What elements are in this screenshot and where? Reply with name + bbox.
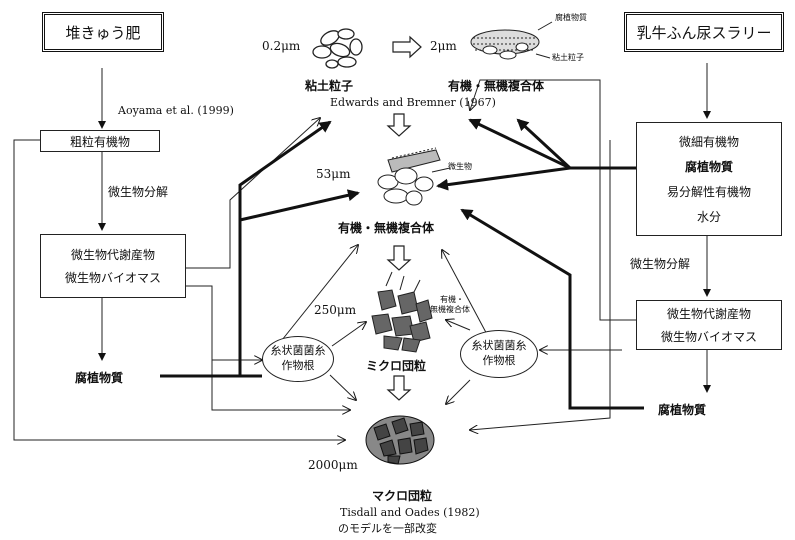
right-hyphae-root-ellipse: 糸状菌菌糸 作物根 [460,330,538,378]
right-humus-label: 腐植物質 [658,403,707,417]
right-metabolites-label: 微生物代謝産物 [666,307,751,321]
size-53um: 53μm [316,167,351,181]
right-bold-arrows [436,118,644,410]
water-label: 水分 [696,210,721,224]
citation-edwards: Edwards and Bremner (1967) [330,96,496,109]
complex-53um-label: 有機・無機複合体 [338,221,435,235]
left-ellipse-line1: 糸状菌菌糸 [270,344,326,358]
micro-aggregate-label: ミクロ団粒 [366,359,427,373]
legend-humus: 腐植物質 [555,13,587,22]
right-om-box: 微細有機物 腐植物質 易分解性有機物 水分 [636,122,782,236]
size-complex-small: 2μm [430,39,457,53]
clay-particle-label: 粘土粒子 [305,79,354,93]
left-humus-label: 腐植物質 [75,371,124,385]
size-2000um: 2000μm [308,458,358,472]
left-bold-arrows [160,120,360,378]
left-biomass-label: 微生物バイオマス [64,271,161,285]
organo-mineral-complex-small-icon [470,21,553,60]
coarse-om-box: 粗粒有機物 [40,130,160,152]
left-decomposition-label: 微生物分解 [108,185,169,199]
micro-aggregate-icon [371,271,433,353]
right-thin-arrows [442,63,711,430]
coarse-om-label: 粗粒有機物 [69,134,130,149]
macro-aggregate-icon [365,415,435,465]
complex-250-note-2: 無機複合体 [430,305,470,314]
labile-om-label: 易分解性有機物 [666,185,751,199]
complex-53um-icon [377,147,451,206]
left-ellipse-line2: 作物根 [281,359,315,372]
right-box-humus-label: 腐植物質 [684,160,733,174]
complex-250-note-1: 有機・ [440,295,464,304]
fine-om-label: 微細有機物 [678,135,739,149]
size-250um: 250μm [314,303,357,317]
citation-aoyama: Aoyama et al. (1999) [118,104,234,117]
left-metabolites-box: 微生物代謝産物 微生物バイオマス [40,234,186,298]
right-decomposition-label: 微生物分解 [630,257,691,271]
left-metabolites-label: 微生物代謝産物 [70,248,155,262]
left-thin-arrows [13,68,366,440]
clay-particles-icon [312,28,363,69]
citation-tisdall: Tisdall and Oades (1982) [340,506,480,519]
right-biomass-label: 微生物バイオマス [660,330,757,344]
right-title-box: 乳牛ふん尿スラリー [624,12,784,52]
left-hyphae-root-ellipse: 糸状菌菌糸 作物根 [262,336,334,382]
left-title: 堆きゅう肥 [65,23,141,42]
size-clay: 0.2μm [262,39,301,53]
macro-aggregate-label: マクロ団粒 [372,489,433,503]
right-ellipse-line1: 糸状菌菌糸 [471,339,527,353]
left-title-box: 堆きゅう肥 [42,12,164,52]
legend-clay: 粘土粒子 [552,53,584,62]
microbe-label: 微生物 [448,162,472,171]
right-metabolites-box: 微生物代謝産物 微生物バイオマス [636,300,782,350]
note-modified: のモデルを一部改変 [338,522,437,535]
center-block-arrows [386,35,422,401]
right-ellipse-line2: 作物根 [482,354,516,367]
right-title: 乳牛ふん尿スラリー [636,23,772,42]
complex-small-label: 有機・無機複合体 [448,79,545,93]
